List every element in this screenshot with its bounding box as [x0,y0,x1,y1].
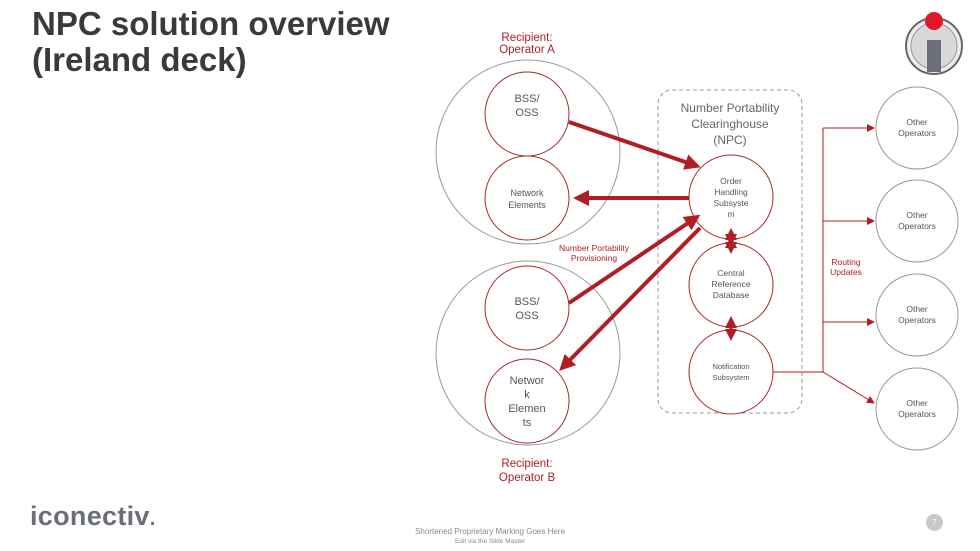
routing-branch-4 [822,371,875,404]
text-line: Other [906,117,927,127]
b-bss-oss-label: BSS/OSS [514,296,540,322]
operator-b-label: Recipient: Operator B [499,458,556,484]
text-line: Other [906,210,927,220]
text-line: Operator B [499,472,556,484]
page-title: NPC solution overview (Ireland deck) [32,5,390,78]
operator-b-circle [435,260,621,446]
text-line: Network [510,188,544,198]
operator-a-circle [435,59,621,245]
text-line: Handling [714,187,748,197]
text-line: Operators [898,409,936,419]
footer-edit-note: Edit via the Slide Master [454,538,526,545]
text-line: (NPC) [713,133,746,147]
text-line: Routing [831,257,861,267]
text-line: Operator A [499,44,555,56]
text-line: Notification [712,362,749,371]
text-line: Central [717,268,745,278]
iconectiv-i-logo-icon [905,12,963,75]
text-line: Operators [898,315,936,325]
brand-dot: . [149,508,156,530]
text-line: Other [906,304,927,314]
other-operators-node-3 [875,273,959,357]
footer-marking: Shortened Proprietary Marking Goes Here [415,527,565,536]
text-line: k [524,389,530,401]
text-line: Clearinghouse [691,117,769,131]
text-line: Subsystem [712,373,749,382]
text-line: Elemen [508,403,545,415]
text-line: Operators [898,128,936,138]
a-network-elements-node [484,155,570,241]
text-line: Order [720,176,742,186]
page-number: 7 [926,514,943,531]
b-bss-oss-node [484,265,570,351]
order-handling-node [688,154,774,240]
text-line: Other [906,398,927,408]
other-operators-node-4 [875,367,959,451]
text-line: Networ [510,375,545,387]
text-line: Elements [508,200,546,210]
arrow-order-to-b-network [559,226,702,371]
text-line: BSS/ [514,296,540,308]
brand-logo: iconectiv. [30,501,156,532]
text-line: Reference [711,279,750,289]
brand-name: iconectiv [30,501,150,531]
text-line: Operators [898,221,936,231]
operator-a-label: Recipient:Operator A [499,32,555,56]
text-line: BSS/ [514,93,540,105]
text-line: OSS [515,310,538,322]
text-line: Provisioning [571,253,618,263]
a-bss-oss-label: BSS/OSS [514,93,540,119]
b-network-elements-node [484,358,570,444]
text-line: Number Portability [681,101,780,115]
text-line: Updates [830,267,862,277]
text-line: m [727,209,734,219]
arrow-a-bss-to-order [568,120,701,170]
text-line: ts [523,417,532,429]
text-line: Database [713,290,750,300]
text-line: Subsyste [714,198,749,208]
routing-trunk [773,128,824,373]
text-line: Recipient: [501,32,552,44]
other-operators-node-1 [875,86,959,170]
other-operators-node-2 [875,179,959,263]
text-line: OSS [515,107,538,119]
text-line: Recipient: [501,458,552,470]
arrow-b-bss-to-order [567,214,701,305]
text-line: Number Portability [559,243,630,253]
notification-node [688,329,774,415]
